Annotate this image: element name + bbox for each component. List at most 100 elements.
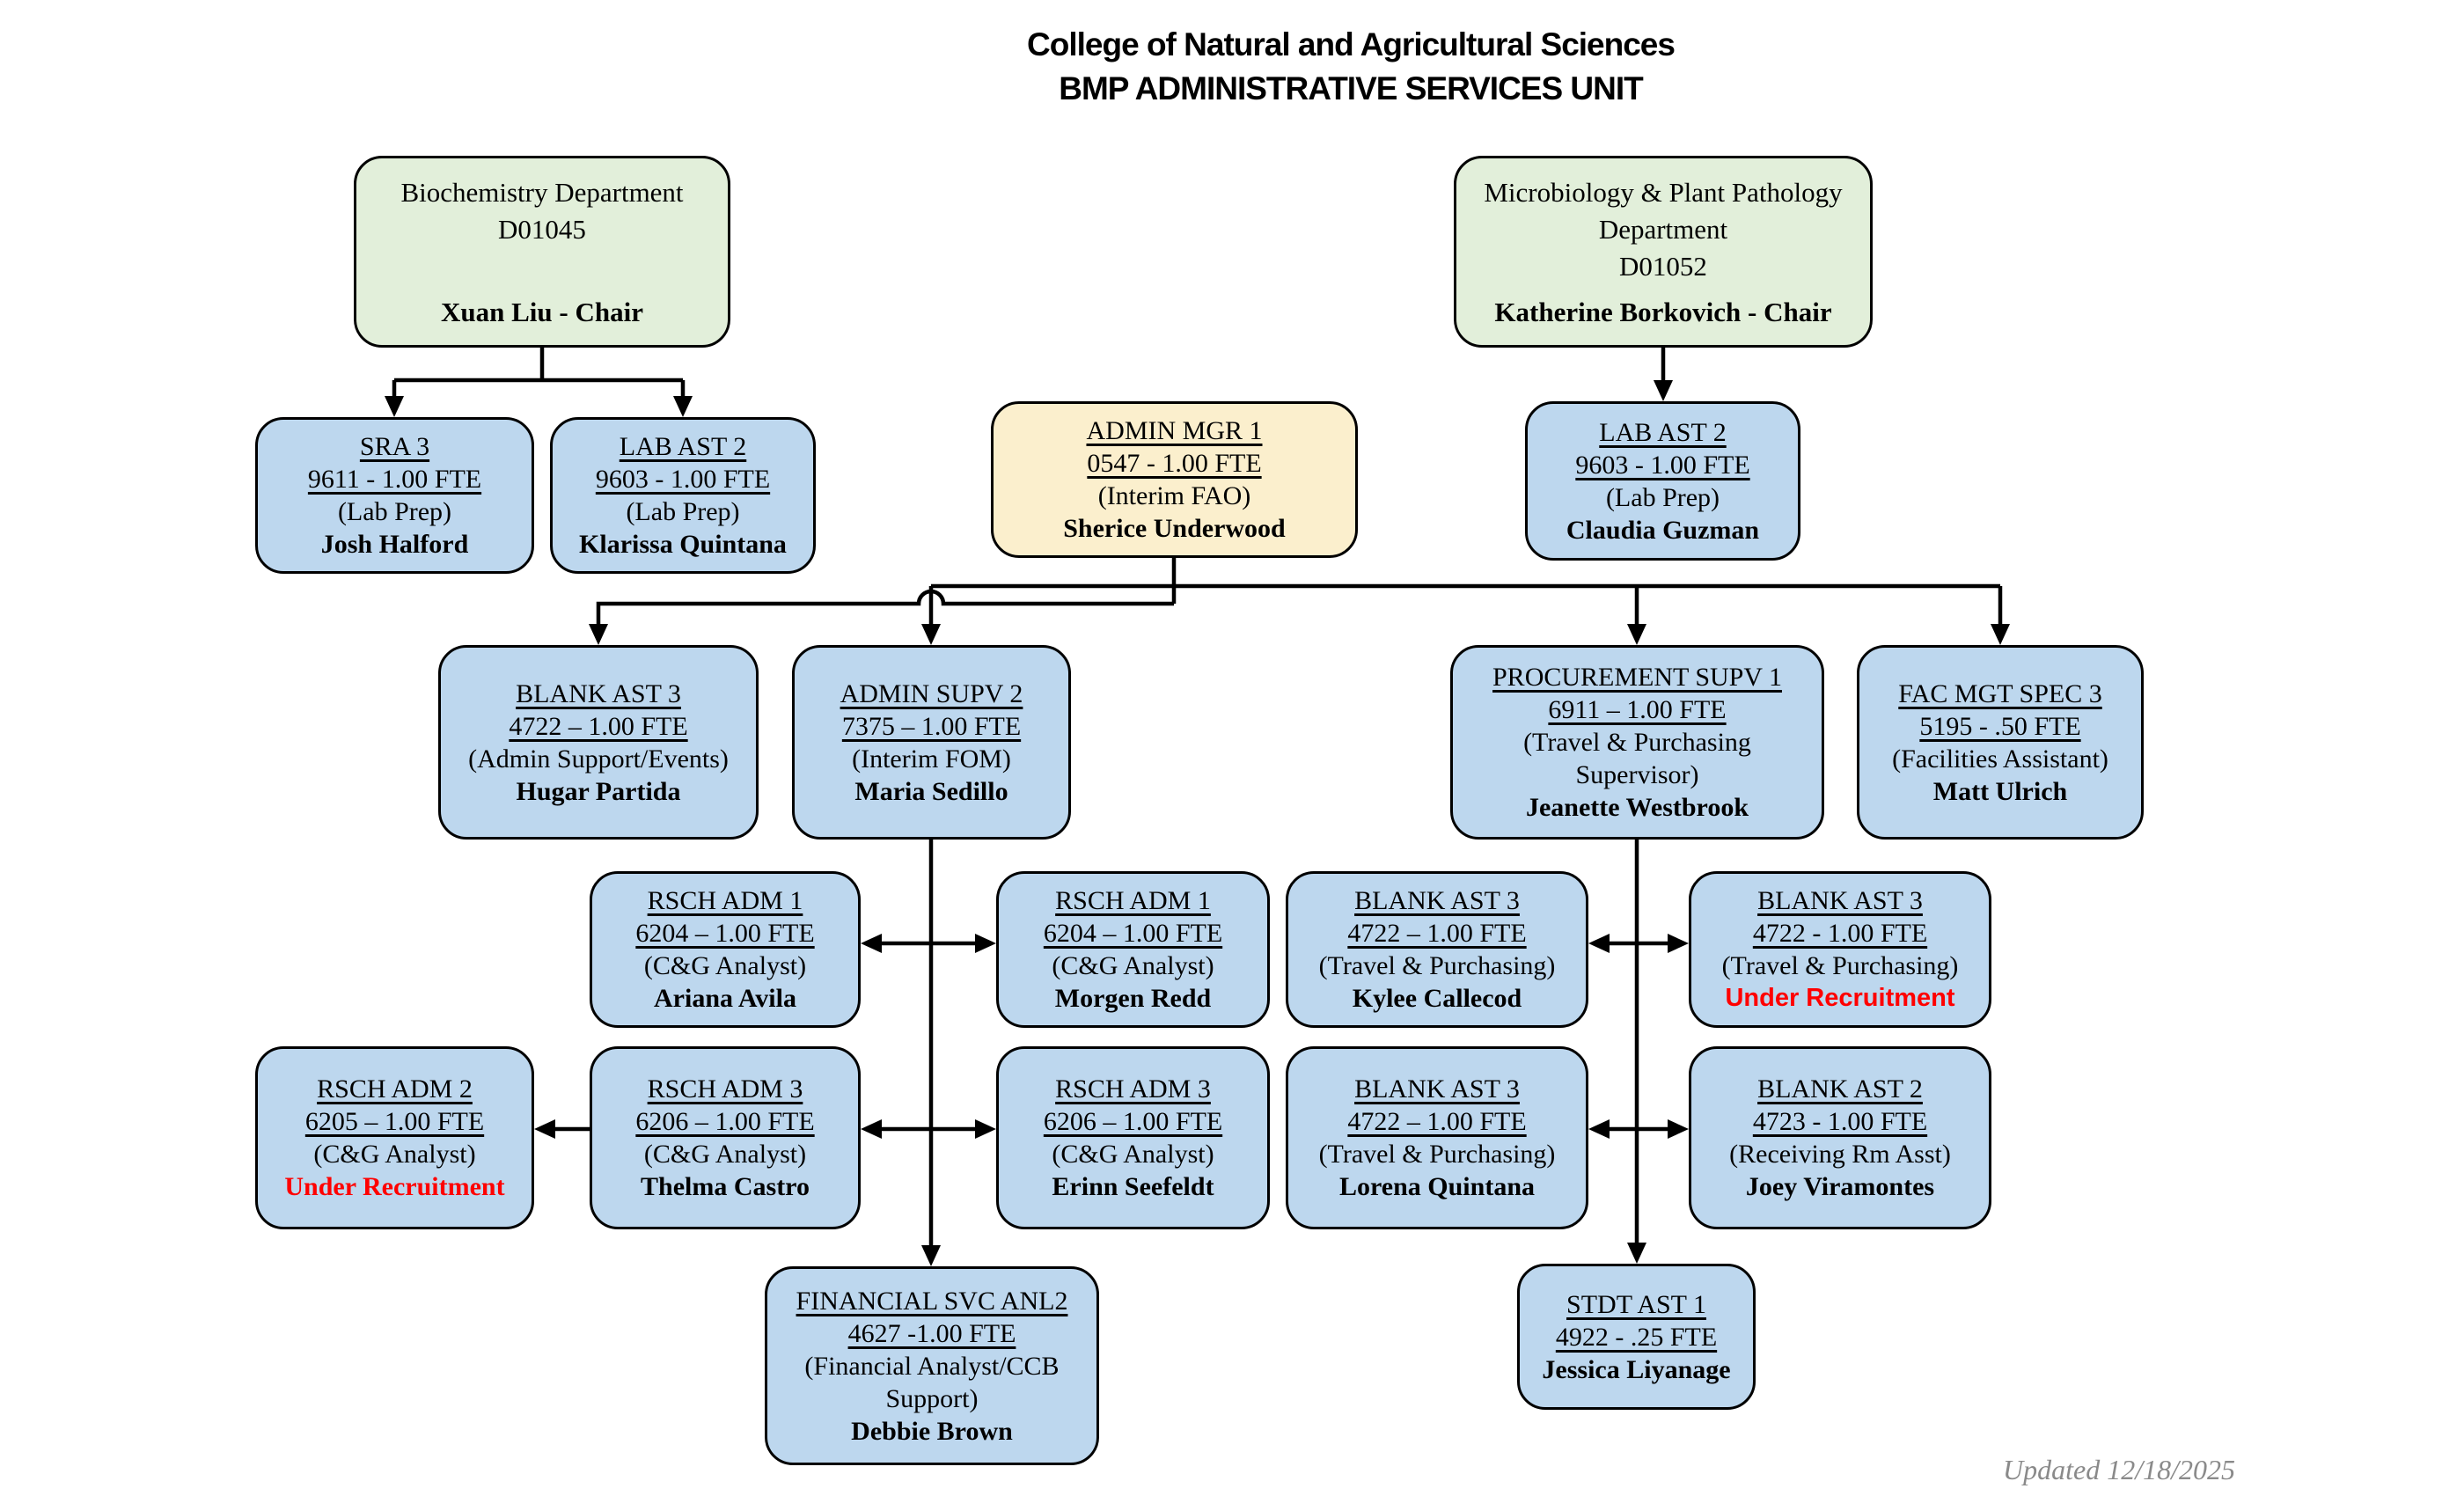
box-line: STDT AST 1 — [1566, 1289, 1706, 1319]
box-line: BLANK AST 3 — [1757, 886, 1923, 915]
arrowhead-down-hugar — [589, 624, 608, 645]
title-line-1: College of Natural and Agricultural Scie… — [1027, 26, 1676, 62]
box-line: (C&G Analyst) — [1052, 1140, 1214, 1169]
arrowhead-down-sra3 — [385, 396, 404, 417]
box-line: 4722 - 1.00 FTE — [1752, 919, 1928, 948]
box-blankast3-under-recruitment: BLANK AST 3 4722 - 1.00 FTE (Travel & Purc… — [1689, 871, 1991, 1028]
box-line: 4722 – 1.00 FTE — [1347, 919, 1527, 948]
box-line: Under Recruitment — [284, 1172, 505, 1201]
box-line: (Travel & Purchasing — [1523, 728, 1751, 757]
box-line: (C&G Analyst) — [1052, 951, 1214, 980]
box-line: Klarissa Quintana — [579, 530, 787, 559]
box-line: BLANK AST 3 — [1354, 1074, 1520, 1104]
box-line: Matt Ulrich — [1932, 776, 2068, 806]
arrowhead-left-kylee — [1588, 934, 1610, 953]
box-line: Joey Viramontes — [1745, 1172, 1935, 1201]
box-line: Biochemistry Department — [400, 177, 684, 208]
box-line: FINANCIAL SVC ANL2 — [796, 1286, 1068, 1316]
arrowhead-down-maria — [921, 624, 941, 645]
box-line: (Travel & Purchasing) — [1721, 951, 1959, 980]
box-line: Xuan Liu - Chair — [441, 297, 643, 327]
arrowhead-left-lorena — [1588, 1119, 1610, 1139]
box-line: Debbie Brown — [851, 1416, 1013, 1446]
box-line: Under Recruitment — [1725, 984, 1955, 1012]
box-line: Josh Halford — [320, 530, 469, 559]
box-line: (Financial Analyst/CCB — [804, 1351, 1060, 1381]
box-line: Department — [1598, 214, 1728, 245]
box-line: LAB AST 2 — [619, 432, 747, 461]
arrowhead-down-procurement — [1627, 624, 1646, 645]
box-line: Microbiology & Plant Pathology — [1484, 177, 1843, 208]
box-blankast3-kylee-callecod: BLANK AST 3 4722 – 1.00 FTE (Travel & Purc… — [1286, 871, 1588, 1028]
box-line: 6204 – 1.00 FTE — [1043, 919, 1223, 948]
box-line: 9603 - 1.00 FTE — [595, 465, 771, 494]
connector-lower-rail — [596, 589, 1174, 629]
box-line: (Lab Prep) — [1605, 482, 1720, 512]
box-line: (Admin Support/Events) — [468, 744, 729, 774]
box-line: (Lab Prep) — [337, 497, 452, 526]
box-line: 4723 - 1.00 FTE — [1752, 1107, 1928, 1136]
box-line: Erinn Seefeldt — [1052, 1172, 1214, 1201]
box-blankast3-lorena-quintana: BLANK AST 3 4722 – 1.00 FTE (Travel & Purc… — [1286, 1046, 1588, 1229]
box-line: (C&G Analyst) — [643, 951, 807, 980]
box-line: 6206 – 1.00 FTE — [1043, 1107, 1223, 1136]
box-line: LAB AST 2 — [1599, 417, 1727, 447]
box-line: (Interim FAO) — [1097, 481, 1251, 510]
box-line: RSCH ADM 1 — [1055, 886, 1211, 915]
box-line: (C&G Analyst) — [643, 1140, 807, 1169]
box-line: (Interim FOM) — [852, 744, 1011, 774]
box-line: D01052 — [1619, 251, 1707, 282]
box-line: SRA 3 — [359, 432, 430, 461]
box-line: 0547 - 1.00 FTE — [1087, 449, 1262, 478]
box-line: 4627 -1.00 FTE — [847, 1318, 1016, 1348]
box-line: 4722 – 1.00 FTE — [509, 711, 688, 741]
box-line: (Travel & Purchasing) — [1318, 1140, 1556, 1169]
box-line: (Receiving Rm Asst) — [1729, 1140, 1951, 1169]
box-line: 5195 - .50 FTE — [1919, 711, 2081, 741]
arrowhead-right-ur — [1668, 934, 1689, 953]
arrowhead-down-facmgt — [1991, 624, 2010, 645]
box-line: (Travel & Purchasing) — [1318, 951, 1556, 980]
box-line: Support) — [885, 1383, 979, 1413]
box-line: RSCH ADM 2 — [317, 1074, 473, 1104]
arrowhead-left-thelma — [861, 1119, 882, 1139]
title-line-2: BMP ADMINISTRATIVE SERVICES UNIT — [1059, 70, 1644, 106]
page-title: College of Natural and Agricultural Scie… — [933, 23, 1769, 111]
box-line: 6205 – 1.00 FTE — [304, 1107, 485, 1136]
box-line: 6911 – 1.00 FTE — [1548, 695, 1727, 724]
box-line: D01045 — [498, 214, 586, 245]
box-line: BLANK AST 3 — [1354, 886, 1520, 915]
box-line: 6204 – 1.00 FTE — [635, 919, 815, 948]
box-line: 6206 – 1.00 FTE — [635, 1107, 815, 1136]
arrowhead-left-rschadm2 — [534, 1119, 555, 1139]
arrowhead-right-joey — [1668, 1119, 1689, 1139]
box-line: (C&G Analyst) — [313, 1140, 476, 1169]
box-line: 4722 – 1.00 FTE — [1347, 1107, 1527, 1136]
box-rschadm2-under-recruitment: RSCH ADM 2 6205 – 1.00 FTE (C&G Analyst) Un… — [255, 1046, 534, 1229]
arrowhead-right-morgen — [975, 934, 996, 953]
box-line: FAC MGT SPEC 3 — [1898, 678, 2102, 708]
box-line: Jeanette Westbrook — [1525, 793, 1749, 822]
box-line: BLANK AST 3 — [516, 678, 681, 708]
connector-biochem — [392, 346, 686, 403]
arrowhead-down-stdt — [1627, 1243, 1646, 1264]
box-line: RSCH ADM 3 — [647, 1074, 803, 1104]
arrowhead-down-labast2 — [673, 396, 693, 417]
